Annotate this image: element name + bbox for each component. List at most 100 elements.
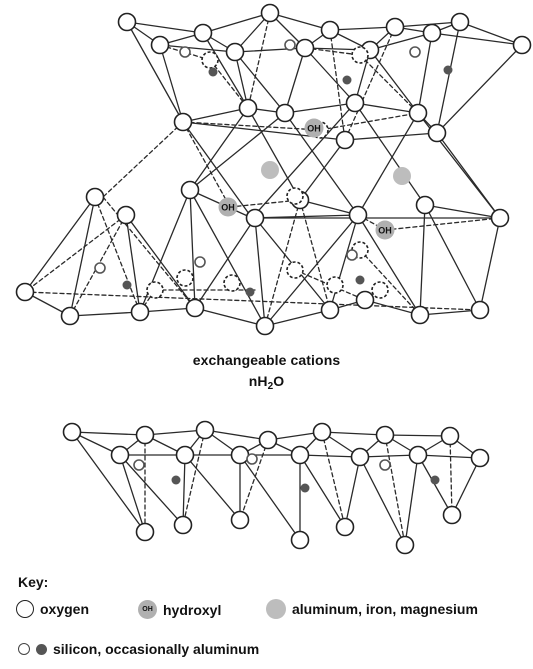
bond-line [239, 454, 301, 541]
oxygen-atom [512, 35, 532, 55]
hydroxyl-label: OH [378, 226, 392, 236]
oxygen-atom [260, 3, 280, 23]
oxygen-atom [470, 300, 490, 320]
hydroxyl-label: OH [221, 203, 235, 213]
bond-line [159, 44, 184, 123]
oxygen-atom [355, 290, 375, 310]
oxygen-atom-hidden [201, 51, 219, 69]
hidden-bond-line [239, 439, 269, 521]
oxygen-atom [490, 208, 510, 228]
hidden-bond-line [299, 199, 331, 311]
silicon-atom [430, 475, 440, 485]
oxygen-atom [312, 422, 332, 442]
oxygen-atom [195, 420, 215, 440]
silicon-atom [171, 475, 181, 485]
oxygen-atom [442, 505, 462, 525]
silicon-atom [342, 75, 352, 85]
bond-line [254, 217, 266, 327]
oxygen-atom [255, 316, 275, 336]
oxygen-atom [427, 123, 447, 143]
key-item-oxygen: oxygen [16, 600, 89, 618]
bond-line [202, 32, 249, 109]
bond-line [357, 214, 421, 316]
bond-line [404, 454, 419, 546]
oxygen-atom [85, 187, 105, 207]
bond-line [299, 454, 361, 458]
bond-line [451, 457, 481, 516]
oxygen-atom [408, 445, 428, 465]
oxygen-atom [230, 445, 250, 465]
oxygen-atom [130, 302, 150, 322]
silicon-atom-open [179, 46, 191, 58]
oxygen-atom [173, 112, 193, 132]
bond-line [71, 431, 146, 436]
oxygen-atom [408, 103, 428, 123]
bond-line [204, 429, 269, 441]
oxygen-atom-hidden [286, 261, 304, 279]
metal-cation-icon [266, 599, 286, 619]
bond-line [321, 431, 386, 436]
bond-line [125, 214, 141, 313]
hidden-bond-line [359, 249, 421, 316]
water-formula-subscript: 2 [267, 381, 274, 392]
bond-line [119, 454, 146, 533]
silicon-atom [300, 483, 310, 493]
bond-line [431, 32, 523, 46]
oxygen-icon [16, 600, 34, 618]
key-label-oxygen: oxygen [40, 601, 90, 617]
oxygen-atom [15, 282, 35, 302]
hidden-bond-line [182, 429, 206, 526]
bond-line [189, 189, 266, 327]
bond-line [357, 112, 419, 216]
bond-line [299, 199, 359, 216]
silicon-atom-open [194, 256, 206, 268]
key-item-hydroxyl: OH hydroxyl [138, 600, 221, 619]
silicon-atom-open [246, 453, 258, 465]
interlayer-caption-cations: exchangeable cations [192, 352, 341, 368]
silicon-atom [208, 67, 218, 77]
oxygen-atom-hidden [351, 46, 369, 64]
hidden-bond-line [384, 217, 501, 231]
oxygen-atom [60, 306, 80, 326]
oxygen-atom [225, 42, 245, 62]
oxygen-atom [385, 17, 405, 37]
metal-cation-atom [393, 167, 411, 185]
oxygen-atom-hidden [371, 281, 389, 299]
hidden-bond-line [319, 112, 419, 131]
bond-line [234, 51, 249, 109]
silicon-atom-open [409, 46, 421, 58]
bond-line [284, 112, 359, 216]
oxygen-atom [345, 93, 365, 113]
bond-line [479, 217, 501, 311]
hidden-bond-line [321, 431, 346, 528]
bond-line [419, 204, 426, 316]
bond-line [251, 102, 356, 219]
hidden-bond-line [247, 12, 271, 109]
bond-line [459, 21, 523, 46]
hidden-bond-line [264, 199, 301, 327]
silicon-atom [355, 275, 365, 285]
bond-line [184, 454, 241, 521]
oxygen-atom [320, 20, 340, 40]
bond-line [264, 214, 359, 327]
bond-line [424, 204, 481, 311]
oxygen-atom [238, 98, 258, 118]
bond-line [417, 454, 481, 459]
bond-line [284, 102, 356, 114]
hidden-bond-line [357, 214, 386, 231]
hidden-bond-line [344, 26, 396, 141]
hidden-bond-line [229, 199, 301, 208]
bond-line [424, 204, 501, 219]
hidden-bond-line [94, 196, 141, 313]
oxygen-atom [175, 445, 195, 465]
key-label-silicon: silicon, occasionally aluminum [53, 641, 260, 657]
key-title: Key: [18, 574, 49, 590]
key-item-metal: aluminum, iron, magnesium [266, 599, 478, 619]
water-formula-end: O [273, 373, 285, 389]
bond-line [119, 454, 184, 526]
bond-line [159, 44, 236, 53]
silicon-atom-open [284, 39, 296, 51]
bond-line [182, 454, 186, 526]
